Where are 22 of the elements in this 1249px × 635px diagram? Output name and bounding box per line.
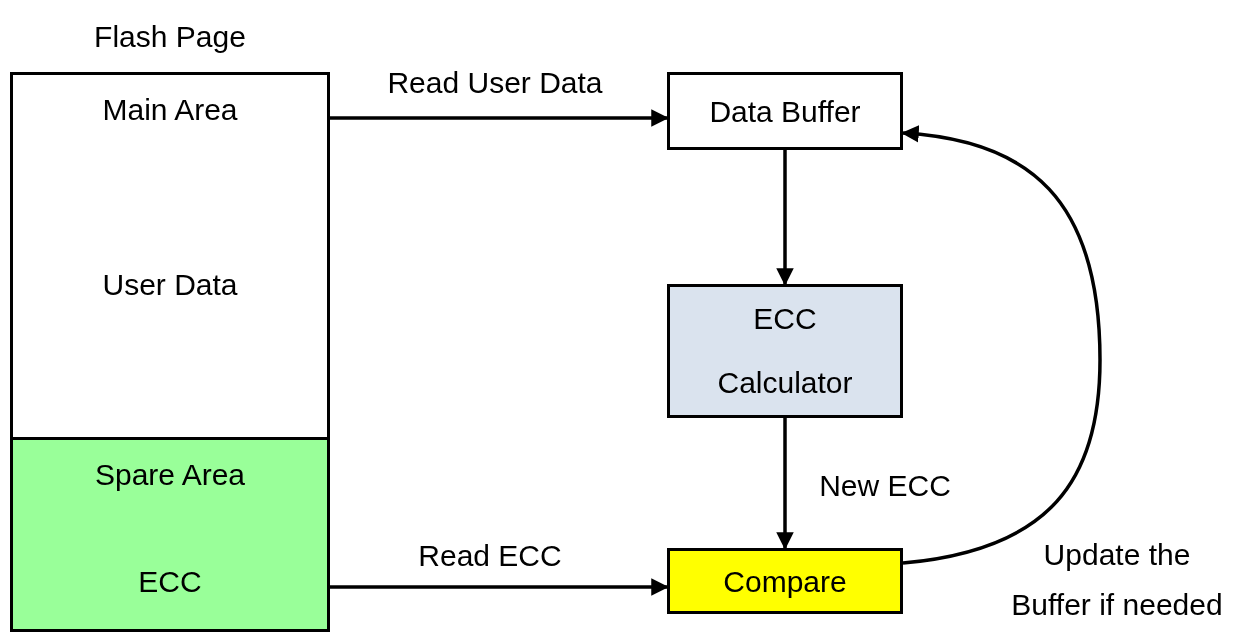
arrow (776, 150, 794, 286)
spare-area-box (10, 440, 330, 632)
edge-label: New ECC (818, 468, 952, 504)
node-text: Main Area (102, 92, 238, 128)
edge-label: Read ECC (417, 538, 563, 574)
arrow (330, 109, 669, 127)
arrow (901, 125, 1102, 565)
process-box (667, 284, 903, 418)
node-text: Compare (723, 563, 847, 600)
node-text: ECC Calculator (716, 301, 854, 401)
node-title: Flash Page (94, 18, 246, 55)
process-box (667, 72, 903, 150)
arrow (330, 578, 669, 596)
edge-label: Read User Data (386, 65, 604, 101)
process-box (667, 548, 903, 614)
arrow (776, 418, 794, 550)
node-text: ECC (138, 564, 202, 600)
node-text: Spare Area (94, 457, 246, 493)
node-text: User Data (102, 267, 238, 303)
node-text: Data Buffer (709, 93, 861, 130)
edge-label: Update the Buffer if needed (1010, 537, 1224, 623)
main-area-box (10, 72, 330, 440)
